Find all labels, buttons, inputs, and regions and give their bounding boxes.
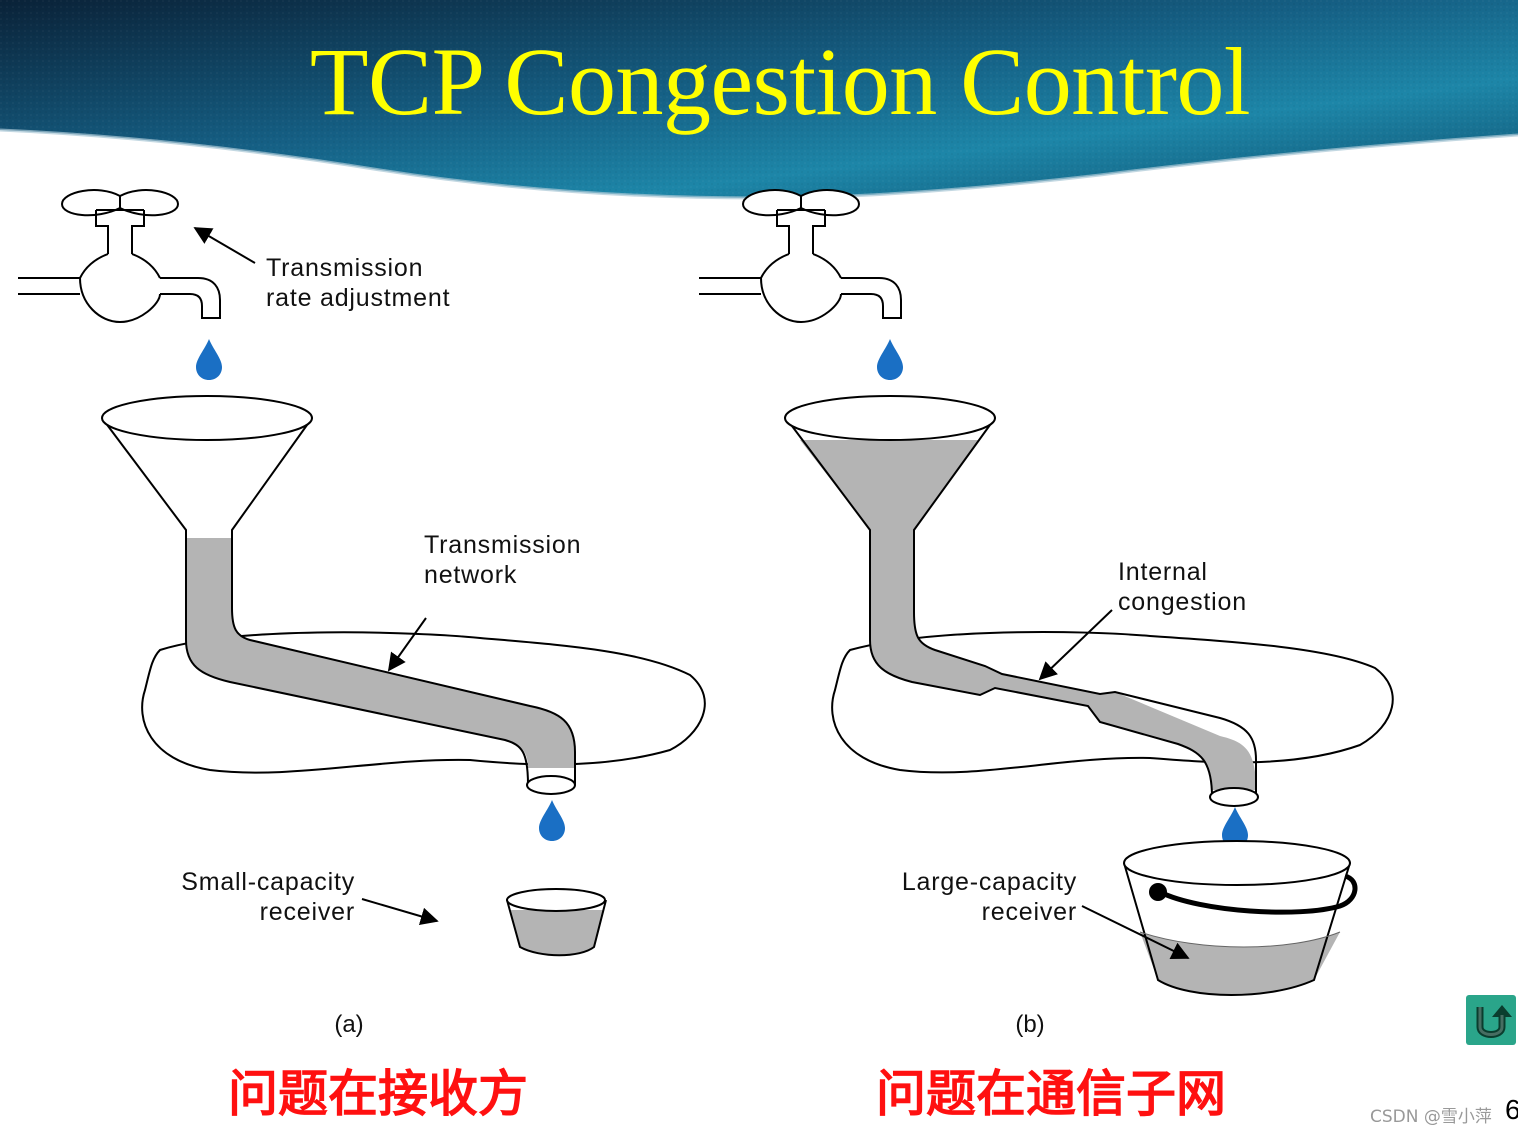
small-receiver-label-line2: receiver xyxy=(260,898,355,926)
large-receiver-label-line2: receiver xyxy=(982,898,1077,926)
tap-label-line2: rate adjustment xyxy=(266,284,450,312)
cup-icon xyxy=(506,888,607,957)
sublabel-a: (a) xyxy=(334,1011,363,1038)
header-banner xyxy=(0,0,1518,200)
faucet-icon-a xyxy=(17,189,221,323)
funnel-icon-b xyxy=(784,395,1259,807)
small-receiver-label-line1: Small-capacity xyxy=(181,868,355,896)
large-receiver-label-line1: Large-capacity xyxy=(902,868,1077,896)
water-drop-icon-a-bottom xyxy=(539,800,565,841)
congestion-label-line1: Internal xyxy=(1118,558,1208,586)
watermark: CSDN @雪小萍 xyxy=(1370,1107,1492,1127)
caption-b: 问题在通信子网 xyxy=(876,1065,1226,1123)
tap-label-line1: Transmission xyxy=(266,254,423,282)
network-label-line2: network xyxy=(424,561,517,589)
sublabel-b: (b) xyxy=(1015,1011,1044,1038)
water-drop-icon-a-top xyxy=(196,339,222,380)
funnel-icon-a xyxy=(101,395,576,795)
return-button[interactable] xyxy=(1466,995,1516,1045)
page-number: 6 xyxy=(1505,1094,1518,1125)
bucket-icon xyxy=(1123,840,1358,996)
slide-title: TCP Congestion Control xyxy=(309,28,1251,135)
network-label-line1: Transmission xyxy=(424,531,581,559)
caption-a: 问题在接收方 xyxy=(228,1065,528,1123)
congestion-label-line2: congestion xyxy=(1118,588,1247,616)
faucet-icon-b xyxy=(698,189,902,323)
network-cloud-b xyxy=(831,630,1394,774)
water-drop-icon-b-top xyxy=(877,339,903,380)
return-arrow-icon xyxy=(1476,1005,1512,1038)
network-cloud-a xyxy=(141,631,706,774)
